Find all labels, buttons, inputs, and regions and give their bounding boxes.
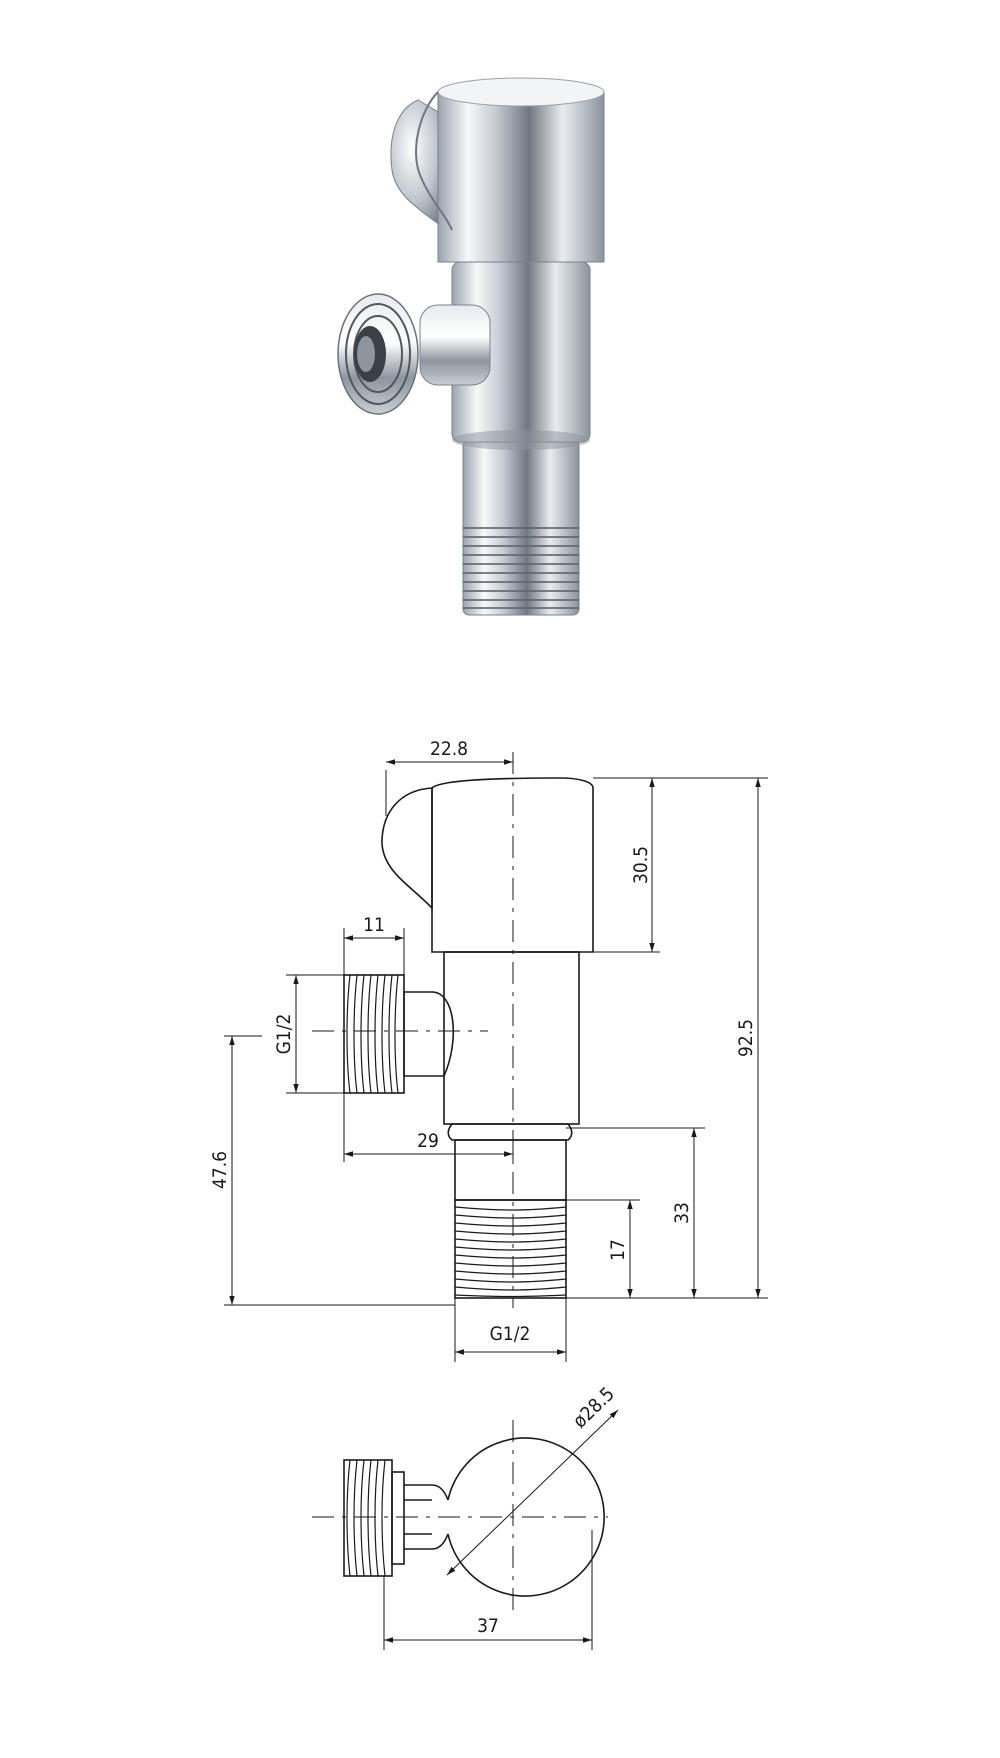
outlet-neck — [454, 1139, 567, 1201]
outlet-thread-lines — [454, 1206, 567, 1298]
dim-outlet-height: 33 — [671, 1202, 693, 1224]
dim-inlet-center-height: 47.6 — [209, 1151, 231, 1189]
inlet-stub — [403, 991, 455, 1077]
valve-body — [443, 951, 580, 1125]
dim-plan-width: 37 — [477, 1615, 499, 1637]
plan-view: ø28.5 37 — [312, 1383, 619, 1650]
dim-inlet-thread: G1/2 — [273, 1014, 295, 1055]
plan-inlet-collar — [391, 1471, 405, 1565]
plan-arm-lower — [404, 1533, 449, 1550]
dim-outlet-thread-length: 17 — [607, 1239, 629, 1261]
handle-render — [390, 77, 605, 263]
outlet-thread — [454, 1199, 567, 1299]
dim-outlet-thread: G1/2 — [490, 1323, 531, 1345]
dim-overall-height: 92.5 — [735, 1019, 757, 1057]
inlet-render — [337, 293, 491, 415]
dim-inlet-length: 11 — [363, 914, 385, 936]
inlet-thread — [343, 974, 405, 1094]
inlet-thread-lines — [346, 974, 399, 1094]
front-elevation: 22.8 30.5 92.5 11 G1/2 29 47.6 — [209, 738, 768, 1362]
dim-handle-height: 30.5 — [630, 846, 652, 884]
handle-lever — [381, 787, 433, 910]
dim-inlet-offset: 29 — [417, 1130, 439, 1152]
plan-arm-upper — [404, 1484, 449, 1501]
dim-handle-diameter: ø28.5 — [569, 1383, 619, 1433]
body-collar — [447, 1123, 573, 1141]
valve-render-image — [337, 77, 605, 616]
plan-inlet-thread-lines — [346, 1459, 386, 1577]
dim-line-handle-diameter — [446, 1409, 619, 1576]
outlet-thread-render — [463, 527, 579, 609]
dim-top-width: 22.8 — [430, 738, 468, 760]
handle-body — [431, 777, 594, 953]
